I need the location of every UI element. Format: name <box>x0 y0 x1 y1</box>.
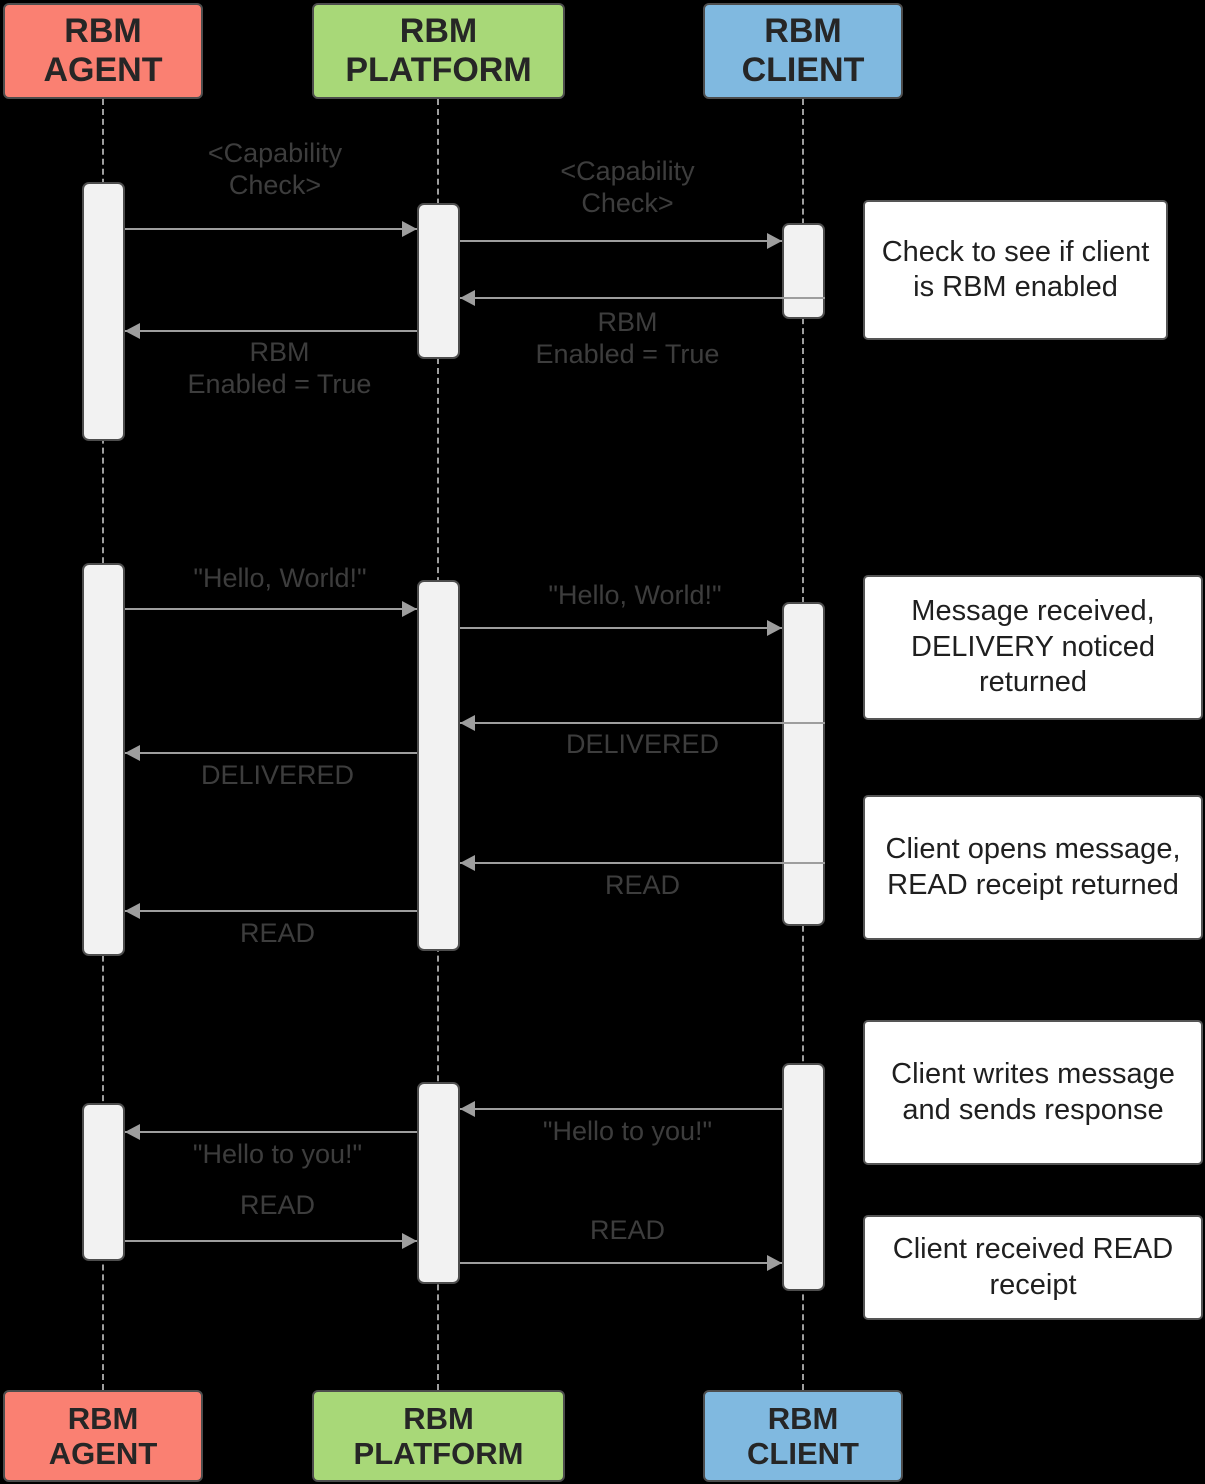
msg-capability-check-agent-to-platform-arrowhead-icon <box>402 221 417 237</box>
participant-agent-label-line2: AGENT <box>43 51 163 89</box>
msg-hello-to-you-platform-to-agent-label: "Hello to you!" <box>192 1139 363 1169</box>
note-client-received-read-receipt[interactable]: Client received READ receipt <box>863 1215 1203 1320</box>
msg-hello-to-you-client-to-platform-label: "Hello to you!" <box>542 1116 713 1146</box>
msg-read-platform-to-client-arrowhead-icon <box>767 1255 782 1271</box>
participant-agent-label-line1: RBM <box>67 1400 139 1436</box>
msg-hello-world-agent-to-platform-line[interactable] <box>125 608 417 610</box>
msg-capability-check-platform-to-client-label: <Capability Check> <box>560 156 695 218</box>
participant-platform-label-line1: RBM <box>399 12 478 51</box>
msg-rbm-enabled-platform-to-agent-arrowhead-icon <box>125 323 140 339</box>
activation-bar-client[interactable] <box>782 1063 825 1291</box>
msg-hello-to-you-platform-to-agent-line[interactable] <box>125 1131 417 1133</box>
msg-hello-world-agent-to-platform-label: "Hello, World!" <box>193 563 367 593</box>
msg-delivered-platform-to-agent-label: DELIVERED <box>200 760 355 790</box>
msg-read-agent-to-platform-line[interactable] <box>125 1240 417 1242</box>
msg-delivered-client-to-platform-label: DELIVERED <box>565 729 720 759</box>
participant-client-label-line2: CLIENT <box>747 1436 859 1471</box>
msg-read-platform-to-agent-label: READ <box>239 918 315 948</box>
note-check-client-rbm-enabled[interactable]: Check to see if client is RBM enabled <box>863 200 1168 340</box>
note-message-received-delivery[interactable]: Message received, DELIVERY noticed retur… <box>863 575 1203 720</box>
msg-read-agent-to-platform-arrowhead-icon <box>402 1233 417 1249</box>
msg-delivered-client-to-platform-arrowhead-icon <box>460 715 475 731</box>
participant-agent-label-line2: AGENT <box>48 1436 158 1471</box>
msg-delivered-platform-to-agent-line[interactable] <box>125 752 417 754</box>
msg-rbm-enabled-platform-to-agent-label: RBM Enabled = True <box>187 337 372 399</box>
msg-hello-to-you-platform-to-agent-arrowhead-icon <box>125 1124 140 1140</box>
msg-rbm-enabled-client-to-platform-label: RBM Enabled = True <box>535 307 720 369</box>
msg-hello-to-you-client-to-platform-line[interactable] <box>460 1108 782 1110</box>
msg-read-platform-to-agent-line[interactable] <box>125 910 417 912</box>
activation-bar-platform[interactable] <box>417 580 460 951</box>
participant-platform-label-line2: PLATFORM <box>345 51 532 89</box>
msg-delivered-platform-to-agent-arrowhead-icon <box>125 745 140 761</box>
activation-bar-client[interactable] <box>782 602 825 926</box>
activation-bar-agent[interactable] <box>82 182 125 441</box>
msg-rbm-enabled-client-to-platform-line[interactable] <box>460 297 825 299</box>
participant-client-label-line2: CLIENT <box>741 51 865 89</box>
msg-hello-world-platform-to-client-label: "Hello, World!" <box>548 580 722 610</box>
activation-bar-platform[interactable] <box>417 203 460 359</box>
msg-read-platform-to-client-line[interactable] <box>460 1262 782 1264</box>
msg-read-platform-to-agent-arrowhead-icon <box>125 903 140 919</box>
msg-hello-to-you-client-to-platform-arrowhead-icon <box>460 1101 475 1117</box>
participant-platform-label-line2: PLATFORM <box>353 1436 524 1471</box>
msg-hello-world-agent-to-platform-arrowhead-icon <box>402 601 417 617</box>
msg-read-agent-to-platform-label: READ <box>239 1190 315 1220</box>
participant-client-label-line1: RBM <box>767 1400 839 1436</box>
msg-capability-check-agent-to-platform-label: <Capability Check> <box>207 138 343 200</box>
activation-bar-agent[interactable] <box>82 563 125 956</box>
msg-capability-check-agent-to-platform-line[interactable] <box>125 228 417 230</box>
msg-hello-world-platform-to-client-arrowhead-icon <box>767 620 782 636</box>
activation-bar-agent[interactable] <box>82 1103 125 1261</box>
msg-capability-check-platform-to-client-line[interactable] <box>460 240 782 242</box>
msg-rbm-enabled-platform-to-agent-line[interactable] <box>125 330 417 332</box>
participant-client-label-line1: RBM <box>764 12 842 51</box>
participant-agent-label-line1: RBM <box>64 12 142 51</box>
msg-read-platform-to-client-label: READ <box>589 1215 665 1245</box>
msg-read-client-to-platform-line[interactable] <box>460 862 825 864</box>
activation-bar-platform[interactable] <box>417 1082 460 1284</box>
participant-platform-label-line1: RBM <box>403 1400 474 1436</box>
msg-rbm-enabled-client-to-platform-arrowhead-icon <box>460 290 475 306</box>
activation-bar-client[interactable] <box>782 223 825 319</box>
msg-read-client-to-platform-arrowhead-icon <box>460 855 475 871</box>
note-client-opens-message[interactable]: Client opens message, READ receipt retur… <box>863 795 1203 940</box>
msg-delivered-client-to-platform-line[interactable] <box>460 722 825 724</box>
msg-read-client-to-platform-label: READ <box>604 870 680 900</box>
note-client-writes-message[interactable]: Client writes message and sends response <box>863 1020 1203 1165</box>
msg-hello-world-platform-to-client-line[interactable] <box>460 627 782 629</box>
msg-capability-check-platform-to-client-arrowhead-icon <box>767 233 782 249</box>
